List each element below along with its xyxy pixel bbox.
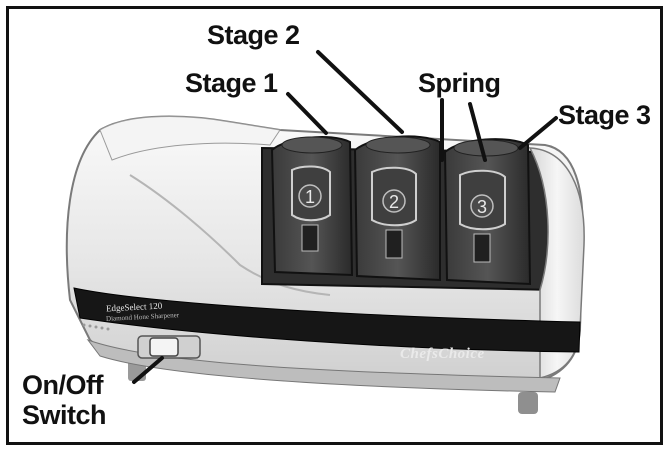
leader-stage-1 (286, 92, 328, 135)
slot-number-3: 3 (477, 197, 487, 217)
label-on-off-switch: On/Off Switch (22, 370, 107, 430)
slot-stage-3 (443, 138, 532, 286)
leader-switch (132, 356, 164, 384)
body-dark-band (73, 287, 581, 353)
slot-stage-1 (270, 136, 354, 277)
body-right-end (528, 147, 585, 379)
on-off-switch (137, 335, 201, 359)
body-crease (129, 174, 331, 296)
label-spring: Spring (418, 68, 501, 98)
slot-number-1: 1 (305, 187, 315, 207)
slot-stage-2 (353, 135, 441, 282)
label-stage-1: Stage 1 (185, 68, 278, 98)
label-stage-3: Stage 3 (558, 100, 651, 130)
leader-stage-3 (518, 116, 558, 150)
body-top-face (99, 116, 281, 161)
label-switch-line-2: Switch (22, 400, 107, 430)
vent-dots (82, 323, 110, 331)
label-switch-line-1: On/Off (22, 370, 103, 400)
label-stage-2: Stage 2 (207, 20, 300, 50)
slot-number-2: 2 (389, 192, 399, 212)
brand-logo: ChefsChoice (400, 346, 485, 362)
leader-lines (132, 50, 558, 384)
leader-spring-2 (468, 102, 487, 162)
leader-stage-2 (316, 50, 404, 134)
foot-right (518, 392, 538, 414)
